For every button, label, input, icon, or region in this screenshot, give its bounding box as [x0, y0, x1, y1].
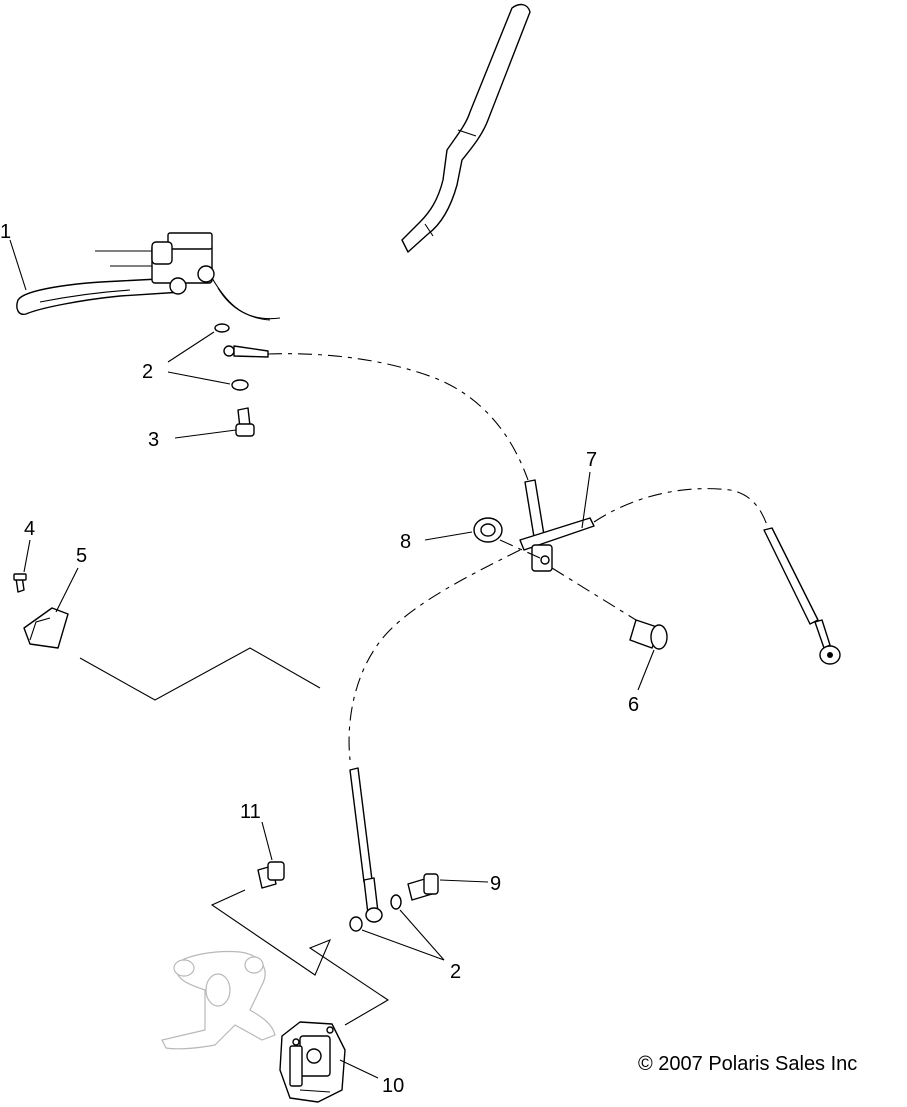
- handlebar: [401, 3, 531, 253]
- callout-8: 8: [400, 531, 411, 553]
- banjo-bolt-upper: [235, 407, 255, 437]
- clip-location-leader: [79, 647, 321, 701]
- bushing-part-6: [629, 619, 668, 650]
- master-cylinder-lever-assembly: [16, 232, 281, 321]
- washer-upper-2: [231, 379, 249, 391]
- spindle-knuckle: [161, 950, 276, 1050]
- callout-6: 6: [628, 694, 639, 716]
- callout-10: 10: [382, 1075, 404, 1097]
- callout-11: 11: [240, 801, 261, 823]
- grommet-part-8: [473, 517, 503, 543]
- brake-line-junction: [348, 488, 841, 923]
- callout-4: 4: [24, 518, 35, 540]
- leader-lines: [9, 239, 655, 1079]
- clip-part-5: [23, 607, 69, 649]
- callout-2-lower: 2: [450, 961, 461, 983]
- callout-2-upper: 2: [142, 361, 153, 383]
- callout-1: 1: [0, 221, 11, 243]
- washer-upper-1: [214, 323, 230, 333]
- screw-part-4: [13, 573, 27, 593]
- banjo-bolt-lower: [407, 873, 439, 901]
- copyright-notice: © 2007 Polaris Sales Inc: [638, 1053, 857, 1075]
- washer-lower-2: [390, 894, 402, 910]
- callout-9: 9: [490, 873, 501, 895]
- callout-3: 3: [148, 429, 159, 451]
- bolt-part-11: [257, 861, 285, 889]
- caliper-bolt-leader: [210, 889, 390, 1026]
- callout-5: 5: [76, 545, 87, 567]
- upper-brake-hose: [223, 345, 545, 538]
- washer-lower-1: [349, 916, 363, 932]
- brake-caliper: [279, 1021, 346, 1103]
- callout-7: 7: [586, 449, 597, 471]
